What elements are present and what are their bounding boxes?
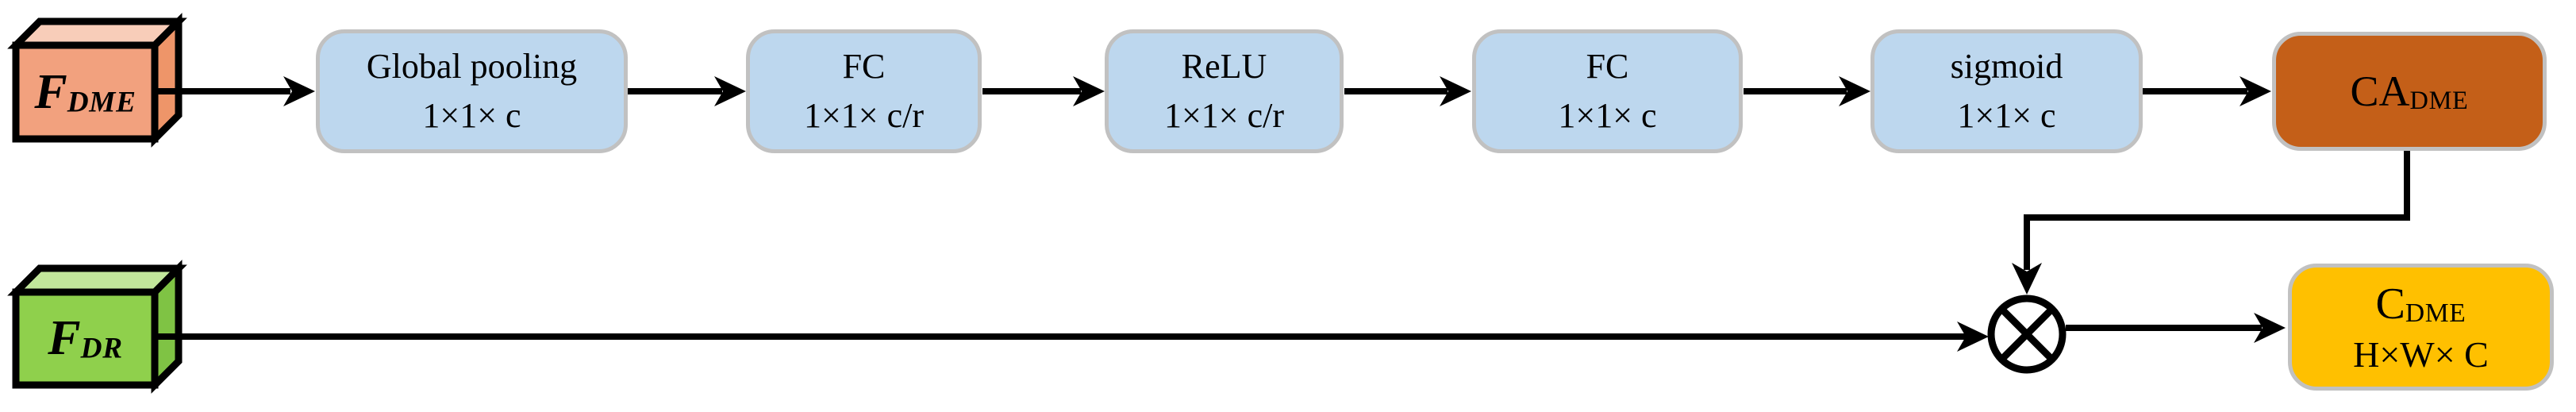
node-fc1-dims: 1×1× c/r bbox=[803, 96, 925, 135]
node-global-pooling: Global pooling 1×1× c bbox=[316, 29, 628, 153]
input-tensor-dr-label: FDR bbox=[16, 292, 155, 385]
cout-dims: H×W× C bbox=[2353, 334, 2489, 375]
arrow-fc2-to-sigmoid bbox=[1744, 76, 1870, 106]
node-fc2-label: FC bbox=[1586, 46, 1629, 86]
input-tensor-dr-box bbox=[7, 260, 187, 394]
arrow-fdr-to-multiply bbox=[153, 322, 1989, 352]
input-tensor-dme-label: FDME bbox=[16, 45, 155, 139]
node-fc2: FC 1×1× c bbox=[1472, 29, 1743, 153]
node-fc2-dims: 1×1× c bbox=[1558, 96, 1657, 135]
cout-subscript: DME bbox=[2405, 298, 2466, 329]
node-sigmoid-label: sigmoid bbox=[1950, 46, 2063, 86]
node-output: CDME H×W× C bbox=[2288, 264, 2554, 391]
node-sigmoid-dims: 1×1× c bbox=[1957, 96, 2056, 135]
cout-main: C bbox=[2375, 279, 2405, 329]
ca-main: CA bbox=[2350, 67, 2410, 115]
ca-subscript: DME bbox=[2409, 86, 2469, 115]
fdr-subscript: DR bbox=[80, 332, 123, 365]
arrow-fc1-to-relu bbox=[982, 76, 1105, 106]
node-relu: ReLU 1×1× c/r bbox=[1105, 29, 1344, 153]
arrow-sigmoid-to-ca bbox=[2143, 76, 2271, 106]
multiply-icon bbox=[1987, 295, 2067, 374]
node-relu-label: ReLU bbox=[1181, 46, 1267, 86]
node-global-pooling-dims: 1×1× c bbox=[422, 96, 521, 135]
arrow-ca-to-multiply bbox=[2012, 151, 2410, 295]
fdr-main: F bbox=[48, 311, 81, 365]
fdme-subscript: DME bbox=[67, 85, 136, 118]
node-relu-dims: 1×1× c/r bbox=[1163, 96, 1285, 135]
node-fc1-label: FC bbox=[842, 46, 886, 86]
arrow-pooling-to-fc1 bbox=[628, 76, 746, 106]
node-global-pooling-label: Global pooling bbox=[366, 46, 578, 86]
arrow-multiply-to-output bbox=[2066, 313, 2286, 343]
arrow-relu-to-fc2 bbox=[1344, 76, 1471, 106]
node-fc1: FC 1×1× c/r bbox=[746, 29, 982, 153]
node-sigmoid: sigmoid 1×1× c bbox=[1870, 29, 2143, 153]
node-channel-attention: CADME bbox=[2272, 32, 2547, 151]
input-tensor-dme-box bbox=[7, 13, 187, 148]
arrow-fdme-to-pooling bbox=[153, 76, 315, 106]
fdme-main: F bbox=[34, 64, 67, 119]
